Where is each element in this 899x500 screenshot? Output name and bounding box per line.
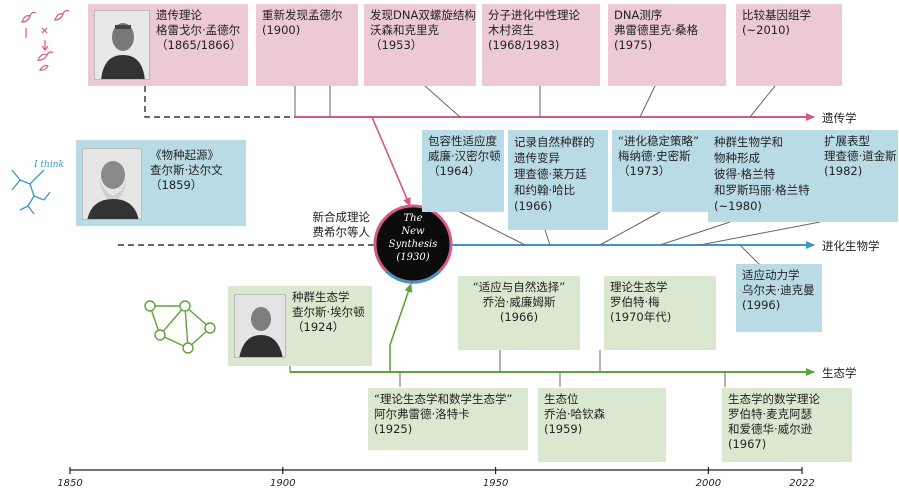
axis-tick-label: 1900 bbox=[270, 478, 296, 489]
genetics-lane-line bbox=[144, 86, 815, 121]
evolution-box: 扩展表型 理查德·道金斯 (1982) bbox=[818, 130, 898, 222]
elton-portrait bbox=[234, 294, 286, 358]
ecology-connectors bbox=[289, 350, 726, 387]
axis-tick-label: 2000 bbox=[695, 478, 722, 489]
ecology-box: 生态学的数学理论 罗伯特·麦克阿瑟 和爱德华·威尔逊 (1967) bbox=[722, 388, 852, 462]
genetics-box: 重新发现孟德尔 (1900) bbox=[256, 4, 358, 86]
ecology-box: 种群生态学 查尔斯·埃尔顿 （1924） bbox=[228, 286, 372, 366]
pea-plant-icon bbox=[21, 9, 70, 71]
tree-of-life-icon: I think bbox=[11, 160, 64, 215]
genetics-box: 分子进化中性理论 木村资生 (1968/1983) bbox=[482, 4, 600, 86]
darwin-portrait bbox=[82, 148, 142, 220]
ecology-box: 生态位 乔治·哈钦森 (1959) bbox=[538, 388, 666, 462]
evolution-connectors bbox=[459, 211, 821, 266]
axis-tick-label: 2022 bbox=[789, 478, 815, 489]
ecology-box: “理论生态学和数学生态学” 阿尔弗雷德·洛特卡 (1925) bbox=[368, 388, 528, 450]
genetics-box: 发现DNA双螺旋结构 沃森和克里克 （1953） bbox=[364, 4, 476, 86]
axis-tick-label: 1950 bbox=[482, 478, 509, 489]
person-portrait-icon bbox=[83, 149, 141, 219]
timeline-axis bbox=[69, 467, 803, 474]
mendel-portrait bbox=[94, 10, 150, 80]
evolution-box: 《物种起源》 查尔斯·达尔文 （1859） bbox=[76, 140, 246, 226]
genetics-box: 比较基因组学 (~2010) bbox=[736, 4, 842, 86]
svg-text:I think: I think bbox=[33, 160, 64, 170]
evolution-box: “进化稳定策略” 梅纳德·史密斯 （1973） bbox=[612, 130, 712, 212]
new-synthesis-label: 新合成理论 费希尔等人 bbox=[312, 210, 371, 239]
genetics-to-synthesis-arrow bbox=[371, 116, 411, 207]
lane-label-genetics: 遗传学 bbox=[822, 111, 857, 125]
genetics-connectors bbox=[294, 85, 776, 118]
evolution-box: 适应动力学 乌尔夫·迪克曼 (1996) bbox=[736, 264, 822, 332]
evolution-box: 种群生物学和 物种形成 彼得·格兰特 和罗斯玛丽·格兰特 (~1980) bbox=[708, 130, 818, 222]
network-graph-icon bbox=[144, 300, 216, 354]
ecology-box: 理论生态学 罗伯特·梅 (1970年代) bbox=[604, 276, 716, 350]
synthesis-line: New bbox=[401, 226, 425, 237]
ecology-to-synthesis-arrow bbox=[389, 283, 413, 372]
genetics-box: DNA测序 弗雷德里克·桑格 (1975) bbox=[608, 4, 726, 86]
new-synthesis-circle-text: The New Synthesis (1930) bbox=[375, 212, 451, 264]
evolution-box: 记录自然种群的 遗传变异 理查德·莱万廷 和约翰·哈比 (1966) bbox=[508, 130, 608, 230]
evolution-box: 包容性适应度 威廉·汉密尔顿 （1964） bbox=[422, 130, 504, 212]
synthesis-line: (1930) bbox=[396, 252, 430, 263]
person-portrait-icon bbox=[95, 11, 149, 79]
genetics-box: 遗传理论 格雷戈尔·孟德尔 （1865/1866） bbox=[88, 4, 248, 86]
synthesis-line: The bbox=[403, 213, 423, 224]
ecology-box: “适应与自然选择” 乔治·威廉姆斯 (1966) bbox=[458, 276, 580, 350]
synthesis-line: Synthesis bbox=[388, 239, 438, 250]
person-portrait-icon bbox=[235, 295, 285, 357]
lane-label-evolution: 进化生物学 bbox=[822, 239, 880, 253]
axis-tick-label: 1850 bbox=[57, 478, 83, 489]
lane-label-ecology: 生态学 bbox=[822, 366, 857, 380]
